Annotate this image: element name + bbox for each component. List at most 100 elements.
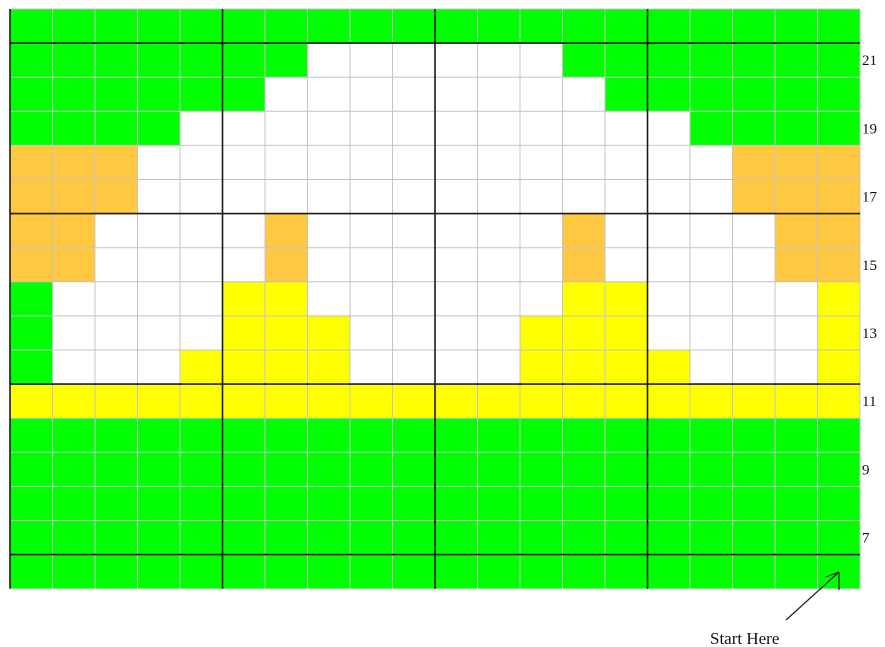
- chart-cell: [393, 77, 436, 112]
- chart-cell: [520, 316, 563, 351]
- chart-cell: [10, 248, 53, 283]
- chart-cell: [393, 486, 436, 521]
- chart-cell: [10, 145, 53, 180]
- chart-cell: [138, 418, 181, 453]
- chart-cell: [648, 180, 691, 215]
- chart-cell: [350, 555, 393, 590]
- chart-cell: [520, 350, 563, 385]
- chart-cell: [690, 180, 733, 215]
- chart-cell: [648, 555, 691, 590]
- chart-cell: [265, 145, 308, 180]
- chart-cell: [818, 248, 861, 283]
- chart-cell: [690, 555, 733, 590]
- chart-cell: [308, 486, 351, 521]
- chart-cell: [138, 9, 181, 44]
- chart-cell: [223, 452, 266, 487]
- chart-cell: [818, 43, 861, 78]
- chart-cell: [648, 77, 691, 112]
- chart-cell: [223, 77, 266, 112]
- chart-cell: [563, 180, 606, 215]
- chart-cell: [818, 214, 861, 249]
- chart-cell: [308, 350, 351, 385]
- chart-cell: [350, 384, 393, 419]
- chart-cell: [393, 452, 436, 487]
- chart-cell: [138, 384, 181, 419]
- chart-cell: [733, 111, 776, 146]
- chart-cell: [690, 248, 733, 283]
- chart-cell: [520, 486, 563, 521]
- chart-cell: [350, 282, 393, 317]
- chart-cell: [605, 282, 648, 317]
- chart-cell: [350, 111, 393, 146]
- chart-cell: [223, 555, 266, 590]
- chart-cell: [265, 555, 308, 590]
- chart-cell: [520, 180, 563, 215]
- chart-cell: [223, 111, 266, 146]
- chart-cell: [563, 145, 606, 180]
- chart-cell: [393, 145, 436, 180]
- chart-cell: [393, 9, 436, 44]
- chart-cell: [95, 555, 138, 590]
- chart-cell: [690, 9, 733, 44]
- chart-cell: [818, 452, 861, 487]
- chart-cell: [308, 43, 351, 78]
- chart-cell: [95, 282, 138, 317]
- chart-cell: [818, 418, 861, 453]
- chart-cell: [350, 486, 393, 521]
- chart-cell: [775, 418, 818, 453]
- chart-cell: [648, 111, 691, 146]
- chart-cell: [95, 180, 138, 215]
- chart-cell: [818, 145, 861, 180]
- chart-cell: [690, 521, 733, 556]
- chart-cell: [53, 555, 96, 590]
- chart-cell: [308, 214, 351, 249]
- chart-cell: [53, 452, 96, 487]
- chart-cell: [478, 180, 521, 215]
- chart-cell: [733, 145, 776, 180]
- chart-cell: [478, 452, 521, 487]
- chart-cell: [563, 555, 606, 590]
- chart-cell: [775, 77, 818, 112]
- chart-cell: [180, 248, 223, 283]
- chart-cell: [690, 77, 733, 112]
- row-number-label: 21: [862, 53, 877, 69]
- chart-cell: [690, 214, 733, 249]
- chart-cell: [10, 9, 53, 44]
- chart-cell: [223, 282, 266, 317]
- chart-cell: [180, 350, 223, 385]
- chart-cell: [520, 77, 563, 112]
- chart-cell: [733, 43, 776, 78]
- chart-cell: [350, 452, 393, 487]
- chart-cell: [775, 555, 818, 590]
- chart-cell: [53, 384, 96, 419]
- chart-cell: [10, 180, 53, 215]
- chart-cell: [138, 555, 181, 590]
- chart-cell: [265, 350, 308, 385]
- chart-cell: [223, 418, 266, 453]
- chart-cell: [435, 111, 478, 146]
- chart-cell: [563, 9, 606, 44]
- chart-cell: [435, 282, 478, 317]
- chart-cell: [308, 145, 351, 180]
- chart-cell: [478, 145, 521, 180]
- chart-cell: [605, 418, 648, 453]
- chart-cell: [478, 418, 521, 453]
- chart-cell: [520, 282, 563, 317]
- chart-cell: [308, 282, 351, 317]
- chart-cell: [53, 77, 96, 112]
- chart-cell: [605, 521, 648, 556]
- chart-cell: [138, 111, 181, 146]
- chart-cell: [180, 77, 223, 112]
- chart-cell: [308, 111, 351, 146]
- chart-cell: [138, 316, 181, 351]
- chart-cell: [648, 214, 691, 249]
- chart-cell: [223, 384, 266, 419]
- chart-cell: [818, 111, 861, 146]
- chart-cell: [563, 350, 606, 385]
- chart-cell: [775, 384, 818, 419]
- chart-cell: [733, 384, 776, 419]
- chart-cell: [265, 282, 308, 317]
- row-number-label: 15: [862, 258, 877, 274]
- chart-cell: [520, 43, 563, 78]
